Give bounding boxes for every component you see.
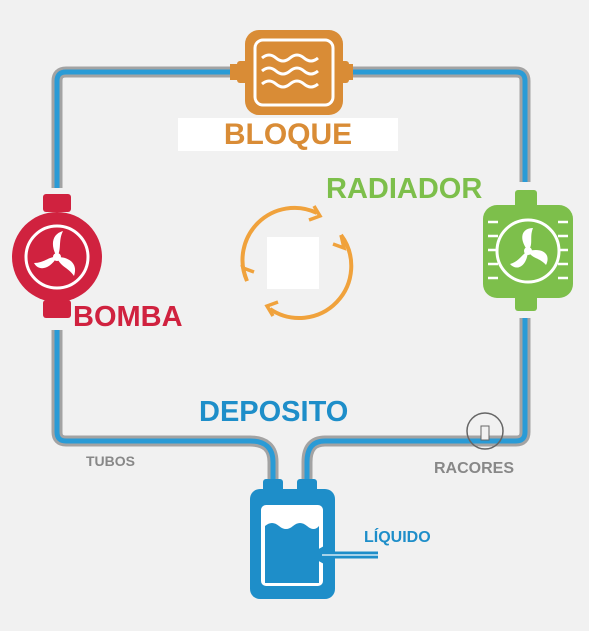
water-block-icon <box>237 30 349 115</box>
label-bloque: BLOQUE <box>178 118 398 151</box>
label-tubos: TUBOS <box>86 453 135 469</box>
cycle-arrows-icon <box>240 205 354 320</box>
label-racores: RACORES <box>434 460 515 477</box>
label-deposito: DEPOSITO <box>199 396 349 428</box>
label-liquido: LÍQUIDO <box>364 529 431 546</box>
label-radiador: RADIADOR <box>326 173 483 205</box>
tube-inner <box>54 69 528 482</box>
reservoir-icon <box>250 479 378 599</box>
fitting-circle <box>466 412 504 450</box>
label-bomba: BOMBA <box>73 301 183 333</box>
radiator-fan-icon <box>483 190 573 311</box>
pump-icon <box>12 194 102 318</box>
tubes <box>51 64 531 482</box>
